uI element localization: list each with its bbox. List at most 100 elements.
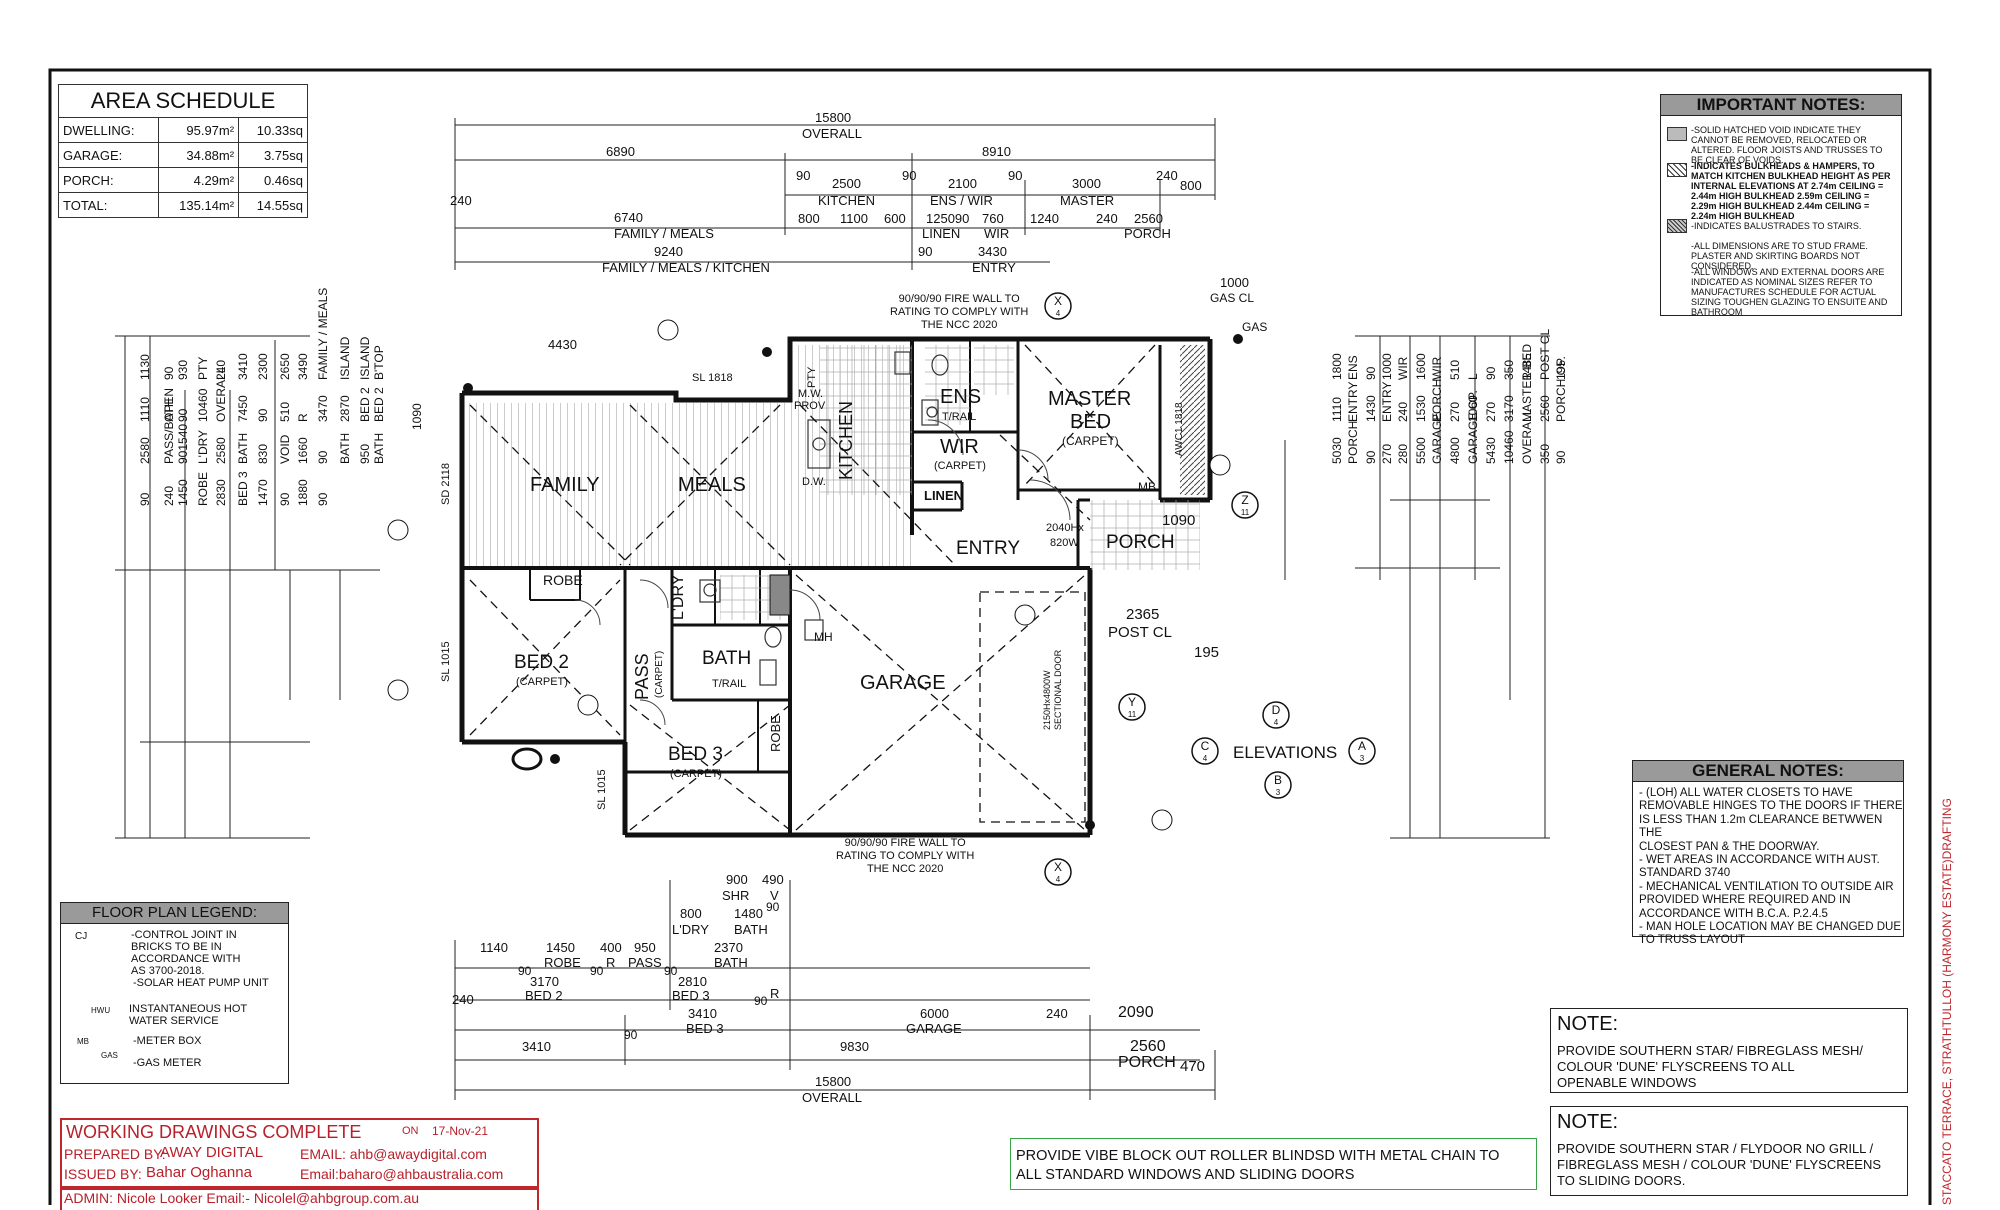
elevation-marker-letter: D <box>1272 703 1281 717</box>
dimension-label: BATH <box>236 432 250 464</box>
dimension-label: 901540 <box>176 423 190 464</box>
elevation-marker-sheet: 4 <box>1203 754 1208 763</box>
dimension-label: 1600 <box>1414 353 1428 380</box>
dimension-label: 2830 <box>214 479 228 506</box>
dimension-label: PORCH <box>1346 420 1360 464</box>
room-robe-2: ROBE <box>768 715 783 752</box>
dimension-label: 90 <box>1484 366 1498 380</box>
dimension-label: 90 <box>256 408 270 422</box>
dimension-label: 270 <box>1484 401 1498 422</box>
dimension-label: OVERALL <box>1520 408 1534 464</box>
dimension-label: 90 <box>316 492 330 506</box>
room-garage: GARAGE <box>860 672 946 694</box>
room-pantry: PTY <box>806 366 818 388</box>
dimension-label: 830 <box>256 443 270 464</box>
solar-heat-pump-icon <box>511 747 543 771</box>
dimension-label: ENTRY <box>1346 381 1360 422</box>
ensuite-tiles <box>925 345 970 425</box>
important-note-2: -INDICATES BULKHEADS & HAMPERS, TO MATCH… <box>1691 161 1891 221</box>
dimension-label: 90 <box>1364 450 1378 464</box>
control-joints <box>387 319 1231 831</box>
room-meals: MEALS <box>678 474 746 496</box>
note-flyscreens-doors: NOTE: PROVIDE SOUTHERN STAR / FLYDOOR NO… <box>1550 1106 1908 1196</box>
dimension-label: GARAGE <box>1430 412 1444 464</box>
room-bath: BATH <box>702 648 752 669</box>
meter-box-label: MB <box>1138 480 1156 494</box>
dimension-label: 2580 <box>214 437 228 464</box>
important-note-3: -INDICATES BALUSTRADES TO STAIRS. <box>1691 221 1862 231</box>
dimension-label: 5430 <box>1484 437 1498 464</box>
elevation-marker-sheet: 4 <box>1274 718 1279 727</box>
dimension-label: 5030 <box>1330 437 1344 464</box>
legend-meter-box: -METER BOX <box>133 1035 202 1047</box>
dimension-label: 350 <box>1502 359 1516 380</box>
dimension-label: 350 <box>1538 443 1552 464</box>
dimension-label: PTY <box>196 356 210 380</box>
dimension-label: 1430 <box>1364 395 1378 422</box>
dimension-label: 270 <box>1448 401 1462 422</box>
dimension-label: B'TOP <box>372 345 386 380</box>
room-linen: LINEN <box>924 488 963 503</box>
dimension-label: 1880 <box>296 479 310 506</box>
dimension-label: 10460 <box>1502 430 1516 464</box>
room-wir: WIR <box>940 436 979 458</box>
elevations-label: ELEVATIONS <box>1233 743 1338 762</box>
door-swings <box>574 419 1071 726</box>
dimension-label: 280 <box>1396 443 1410 464</box>
project-address-text: STACCATO TERRACE, STRATHTULLOH (HARMONY … <box>1940 798 1954 1205</box>
dimension-label: 90 <box>278 492 292 506</box>
dimension-label: PASS/BATH <box>162 398 176 464</box>
sheet-border <box>48 68 1932 1205</box>
important-notes-panel: IMPORTANT NOTES: -SOLID HATCHED VOID IND… <box>1660 94 1902 317</box>
elevation-marker-sheet: 4 <box>1056 309 1061 318</box>
legend-shp: -SOLAR HEAT PUMP UNIT <box>133 977 269 989</box>
room-ensuite: ENS <box>940 386 982 408</box>
dimension-label: VOID <box>278 434 292 464</box>
dimension-label: R <box>296 413 310 422</box>
elevation-marker-letter: X <box>1054 294 1062 308</box>
dimension-label: 1110 <box>138 397 152 422</box>
room-family: FAMILY <box>530 474 600 496</box>
elevation-marker-letter: C <box>1201 739 1210 753</box>
ceiling-dashed-lines <box>469 344 1156 831</box>
dimension-label: 3490 <box>296 353 310 380</box>
dimension-label: 90 <box>1364 366 1378 380</box>
dimension-label: ENS <box>1346 355 1360 380</box>
important-note-5: -ALL WINDOWS AND EXTERNAL DOORS ARE INDI… <box>1691 267 1888 317</box>
dimension-label: ROBE <box>196 471 210 506</box>
room-pass: PASS <box>632 653 652 700</box>
dimension-label: 3170 <box>1502 395 1516 422</box>
dimension-label: 510 <box>278 401 292 422</box>
elevation-marker-sheet: 11 <box>1241 508 1250 517</box>
dimension-label: FAMILY / MEALS <box>316 287 330 380</box>
important-note-4: -ALL DIMENSIONS ARE TO STUD FRAME. PLAST… <box>1691 241 1868 271</box>
elevation-marker-letter: Y <box>1128 695 1136 709</box>
dimension-label: 1470 <box>256 479 270 506</box>
dimension-label: 1800 <box>1330 353 1344 380</box>
room-master: MASTER <box>1048 388 1132 410</box>
general-notes-panel: GENERAL NOTES: - (LOH) ALL WATER CLOSETS… <box>1632 760 1904 946</box>
dimension-label: POST CL <box>1538 328 1552 380</box>
dimension-label: PORCH OP. <box>1554 356 1568 422</box>
dimension-label: L'DRY <box>196 429 210 464</box>
fixtures <box>699 351 949 686</box>
dimension-label: 2560 <box>1538 395 1552 422</box>
dimension-label: 90 <box>1554 450 1568 464</box>
important-notes-title: IMPORTANT NOTES: <box>1661 95 1901 116</box>
dimension-label: 1130 <box>138 354 152 380</box>
blinds-note: PROVIDE VIBE BLOCK OUT ROLLER BLINDSD WI… <box>1010 1138 1537 1190</box>
dimension-label: OVERALL <box>214 366 228 422</box>
elevation-marker-letter: Z <box>1241 493 1248 507</box>
dimension-label: 2300 <box>256 353 270 380</box>
dimension-label: 2580 <box>138 437 152 464</box>
dimension-label: 90 <box>176 408 190 422</box>
dimension-label: 90 <box>162 366 176 380</box>
room-bed2: BED 2 <box>514 652 569 673</box>
elevation-marker-sheet: 4 <box>1056 875 1061 884</box>
dimension-label: WIR <box>1430 356 1444 380</box>
dimension-label: 240 <box>1396 401 1410 422</box>
